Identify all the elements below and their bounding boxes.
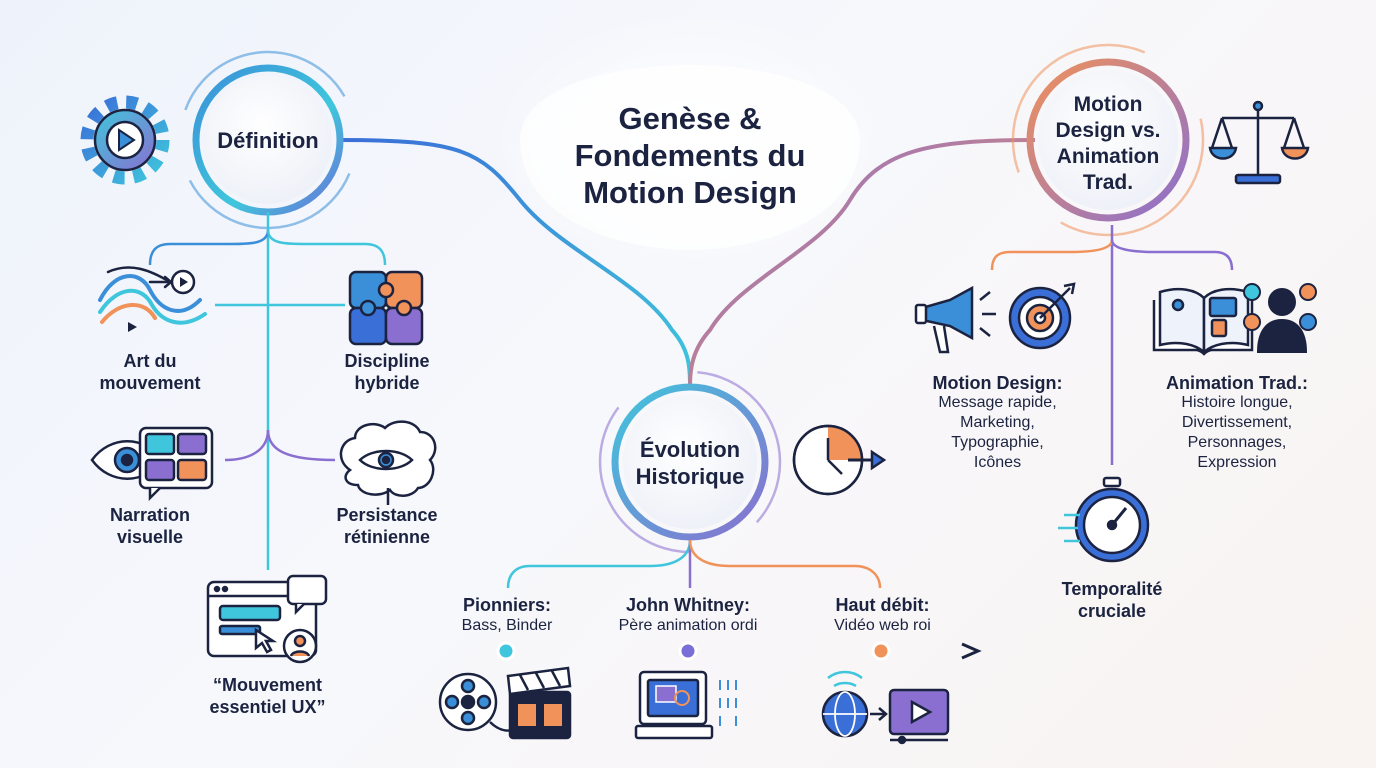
clock-arrow-icon bbox=[792, 424, 887, 496]
storybook-icon bbox=[1152, 287, 1254, 356]
temporalite-cruciale: Temporalité cruciale bbox=[1061, 579, 1163, 621]
comparison-label: Motion Design vs. Animation Trad. bbox=[1055, 93, 1161, 194]
motion-design-body: Message rapide, Marketing, Typographie, … bbox=[938, 394, 1057, 471]
timeline-dot-3 bbox=[871, 641, 891, 661]
connector-definition-history bbox=[339, 138, 692, 386]
definition-tree bbox=[148, 212, 387, 570]
history-tree bbox=[506, 539, 882, 589]
comparison-node bbox=[1011, 43, 1205, 237]
connector-comparison-history bbox=[688, 138, 1036, 386]
milestone-whitney-body: Père animation ordi bbox=[618, 617, 758, 634]
computer-icon bbox=[634, 670, 737, 740]
definition-item-persistance-retinienne: Persistance rétinienne bbox=[336, 505, 438, 547]
gear-play-icon bbox=[80, 95, 170, 185]
film-reel-icon bbox=[438, 672, 519, 732]
definition-item-discipline-hybride: Discipline hybride bbox=[344, 351, 430, 393]
definition-item-art-du-mouvement: Art du mouvement bbox=[99, 351, 201, 393]
milestone-haut-debit-body: Vidéo web roi bbox=[834, 617, 931, 634]
animation-trad-title: Animation Trad.: bbox=[1165, 373, 1308, 393]
clapperboard-icon bbox=[506, 666, 572, 740]
history-label: Évolution Historique bbox=[635, 437, 745, 489]
eye-media-icon bbox=[90, 426, 214, 502]
stopwatch-icon bbox=[1058, 476, 1150, 563]
scales-icon bbox=[1208, 100, 1310, 185]
puzzle-icon bbox=[348, 270, 424, 346]
motion-design-title: Motion Design: bbox=[932, 373, 1063, 393]
comparison-tree bbox=[990, 225, 1234, 465]
brain-eye-icon bbox=[339, 420, 437, 505]
animation-trad-body: Histoire longue, Divertissement, Personn… bbox=[1181, 394, 1293, 471]
timeline-dot-1 bbox=[496, 641, 516, 661]
emotions-icon bbox=[1243, 283, 1317, 353]
milestone-whitney-title: John Whitney: bbox=[626, 595, 750, 615]
megaphone-icon bbox=[914, 285, 996, 354]
definition-label: Définition bbox=[217, 128, 319, 153]
target-icon bbox=[1008, 282, 1076, 350]
browser-ux-icon bbox=[206, 574, 328, 664]
definition-item-narration-visuelle: Narration visuelle bbox=[109, 505, 190, 547]
motion-waves-icon bbox=[98, 266, 207, 332]
milestone-pionniers-body: Bass, Binder bbox=[461, 617, 553, 634]
timeline-dot-2 bbox=[678, 641, 698, 661]
milestone-haut-debit-title: Haut débit: bbox=[835, 595, 930, 615]
milestone-pionniers-title: Pionniers: bbox=[462, 595, 551, 615]
diagram-title: Genèse & Fondements du Motion Design bbox=[574, 101, 806, 210]
globe-video-icon bbox=[821, 670, 950, 745]
definition-item-mouvement-essentiel-ux: “Mouvement essentiel UX” bbox=[209, 675, 326, 717]
